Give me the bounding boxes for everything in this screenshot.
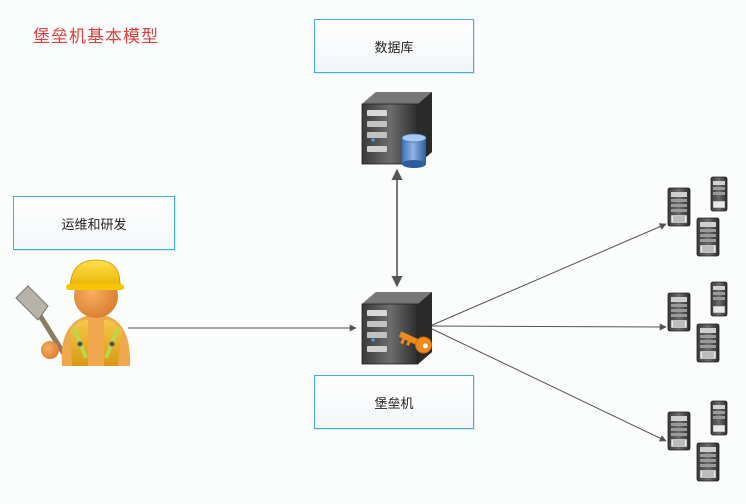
database-server-icon bbox=[361, 91, 433, 168]
worker-with-shovel-icon bbox=[15, 259, 131, 366]
server-tower-icon bbox=[710, 400, 728, 436]
server-tower-icon bbox=[667, 292, 691, 332]
server-tower-icon bbox=[696, 217, 720, 257]
diagram-title: 堡垒机基本模型 bbox=[33, 27, 159, 47]
target-server-group-3 bbox=[667, 400, 728, 482]
target-server-group-1 bbox=[667, 176, 728, 257]
bastion-label: 堡垒机 bbox=[374, 396, 414, 412]
bastion-label-box: 堡垒机 bbox=[314, 375, 474, 429]
connector-bastion-to-target-2 bbox=[429, 323, 667, 331]
target-server-group-2 bbox=[667, 281, 728, 363]
database-label-box: 数据库 bbox=[314, 19, 474, 73]
server-tower-icon bbox=[710, 281, 728, 317]
connector-bastion-to-target-1 bbox=[429, 223, 667, 327]
operators-label: 运维和研发 bbox=[61, 217, 127, 233]
server-tower-icon bbox=[696, 442, 720, 482]
operators-label-box: 运维和研发 bbox=[13, 196, 175, 250]
server-tower-icon bbox=[696, 323, 720, 363]
server-tower-icon bbox=[710, 176, 728, 212]
database-label: 数据库 bbox=[374, 40, 414, 56]
server-tower-icon bbox=[667, 411, 691, 451]
bastion-server-key-icon bbox=[361, 291, 433, 365]
connector-bastion-to-target-3 bbox=[429, 327, 667, 442]
server-tower-icon bbox=[667, 187, 691, 227]
